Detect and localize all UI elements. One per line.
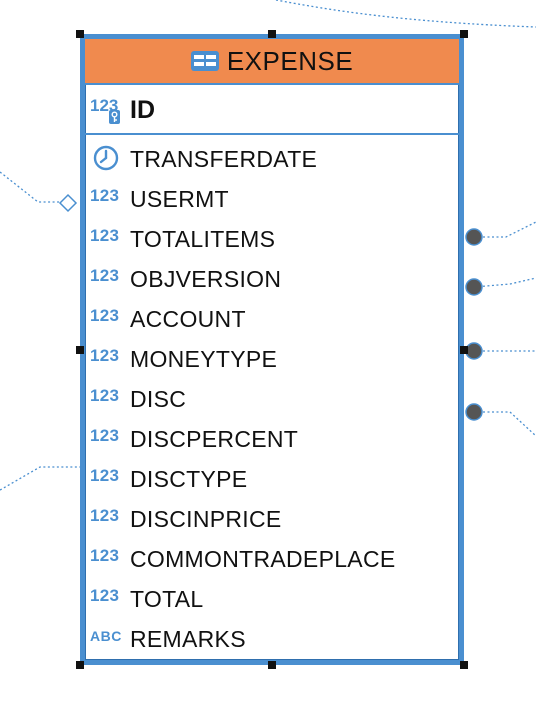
relationship-endpoint-2 bbox=[465, 278, 483, 296]
column-name: REMARKS bbox=[130, 626, 246, 652]
numeric-type-badge: 123 bbox=[90, 346, 120, 365]
relationship-diamond-marker bbox=[58, 193, 78, 213]
entity-title: EXPENSE bbox=[226, 45, 354, 76]
clock-icon bbox=[93, 145, 119, 176]
column-row-usermt[interactable]: 123 USERMT bbox=[85, 179, 459, 219]
relationship-endpoint-3 bbox=[465, 342, 483, 360]
resize-handle-top-right[interactable] bbox=[460, 30, 468, 38]
column-row-transferdate[interactable]: TRANSFERDATE bbox=[85, 139, 459, 179]
resize-handle-bottom-left[interactable] bbox=[76, 661, 84, 669]
primary-key-row[interactable]: 123 ID bbox=[85, 87, 459, 135]
numeric-type-badge: 123 bbox=[90, 226, 120, 245]
relationship-line-left-lower bbox=[0, 466, 80, 491]
resize-handle-top-center[interactable] bbox=[268, 30, 276, 38]
column-name: ACCOUNT bbox=[130, 306, 246, 332]
column-row-account[interactable]: 123 ACCOUNT bbox=[85, 299, 459, 339]
text-type-badge: ABC bbox=[90, 628, 122, 644]
resize-handle-middle-right[interactable] bbox=[460, 346, 468, 354]
column-row-moneytype[interactable]: 123 MONEYTYPE bbox=[85, 339, 459, 379]
column-row-remarks[interactable]: ABC REMARKS bbox=[85, 619, 459, 659]
column-name: TOTAL bbox=[130, 586, 204, 612]
relationship-line-right-1 bbox=[474, 221, 536, 238]
column-row-objversion[interactable]: 123 OBJVERSION bbox=[85, 259, 459, 299]
resize-handle-top-left[interactable] bbox=[76, 30, 84, 38]
relationship-line-right-2 bbox=[473, 277, 536, 288]
column-row-discpercent[interactable]: 123 DISCPERCENT bbox=[85, 419, 459, 459]
relationship-line-right-4 bbox=[474, 411, 536, 437]
column-name: DISC bbox=[130, 386, 187, 412]
column-name: DISCTYPE bbox=[130, 466, 248, 492]
table-icon bbox=[190, 51, 219, 71]
entity-header[interactable]: EXPENSE bbox=[85, 39, 459, 85]
primary-key-name: ID bbox=[130, 96, 155, 124]
numeric-type-badge: 123 bbox=[90, 506, 120, 525]
relationship-line-top bbox=[275, 0, 536, 28]
column-name: DISCINPRICE bbox=[130, 506, 282, 532]
column-name: TOTALITEMS bbox=[130, 226, 276, 252]
relationship-endpoint-4 bbox=[465, 403, 483, 421]
entity-expense[interactable]: EXPENSE 123 ID TRANSFERDATE 123 USERMT bbox=[80, 34, 464, 665]
column-row-total[interactable]: 123 TOTAL bbox=[85, 579, 459, 619]
column-name: USERMT bbox=[130, 186, 229, 212]
relationship-line-left-upper bbox=[0, 171, 60, 203]
column-row-disc[interactable]: 123 DISC bbox=[85, 379, 459, 419]
key-icon bbox=[109, 110, 120, 129]
column-row-discinprice[interactable]: 123 DISCINPRICE bbox=[85, 499, 459, 539]
resize-handle-bottom-right[interactable] bbox=[460, 661, 468, 669]
numeric-type-badge: 123 bbox=[90, 306, 120, 325]
relationship-endpoint-1 bbox=[465, 228, 483, 246]
column-row-disctype[interactable]: 123 DISCTYPE bbox=[85, 459, 459, 499]
numeric-type-badge: 123 bbox=[90, 426, 120, 445]
column-name: DISCPERCENT bbox=[130, 426, 299, 452]
numeric-type-badge: 123 bbox=[90, 186, 120, 205]
numeric-type-badge: 123 bbox=[90, 386, 120, 405]
column-name: COMMONTRADEPLACE bbox=[130, 546, 396, 572]
numeric-type-badge: 123 bbox=[90, 586, 120, 605]
column-name: TRANSFERDATE bbox=[130, 146, 318, 172]
numeric-type-badge: 123 bbox=[90, 466, 120, 485]
column-row-commontradeplace[interactable]: 123 COMMONTRADEPLACE bbox=[85, 539, 459, 579]
resize-handle-bottom-center[interactable] bbox=[268, 661, 276, 669]
column-name: MONEYTYPE bbox=[130, 346, 278, 372]
column-name: OBJVERSION bbox=[130, 266, 282, 292]
numeric-type-badge: 123 bbox=[90, 546, 120, 565]
column-row-totalitems[interactable]: 123 TOTALITEMS bbox=[85, 219, 459, 259]
numeric-type-badge: 123 bbox=[90, 266, 120, 285]
resize-handle-middle-left[interactable] bbox=[76, 346, 84, 354]
